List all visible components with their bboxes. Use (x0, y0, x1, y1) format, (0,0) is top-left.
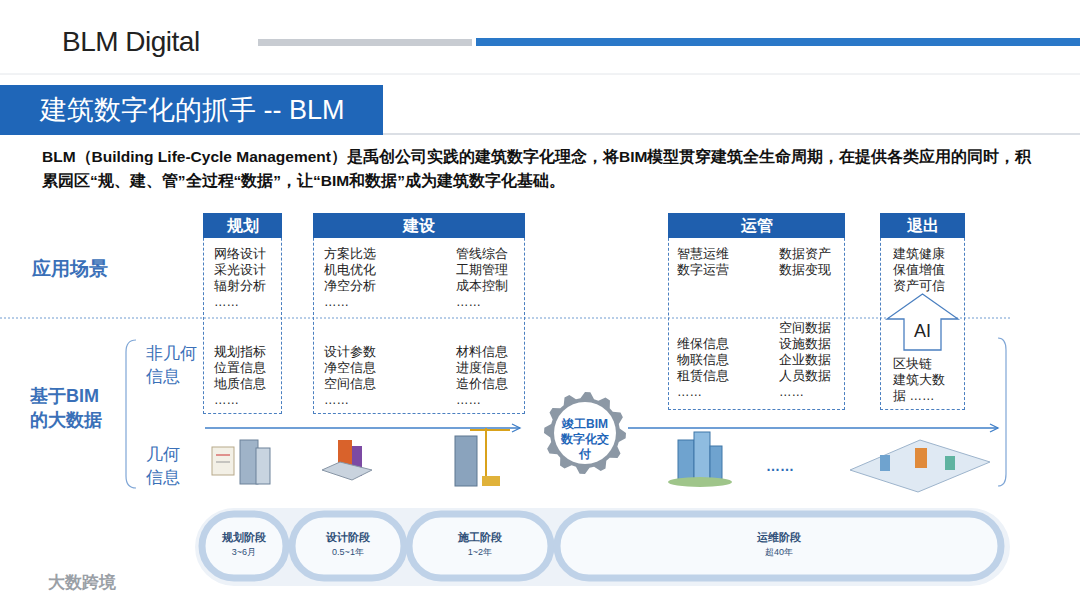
column-header: 运管 (668, 213, 845, 238)
ring-outline (553, 510, 1005, 582)
stage-column: 运管智慧运维 数字运营 数据资产 数据变现维保信息 物联信息 租赁信息 …… 空间数… (668, 213, 845, 410)
tower-icon (256, 448, 270, 484)
column-header: 退出 (880, 213, 965, 238)
ring-outline (198, 510, 290, 582)
item-list: 管线综合 工期管理 成本控制 …… (456, 246, 511, 310)
stage-ring: 运维阶段超40年 (553, 510, 1005, 582)
stage-name: 运维阶段 (553, 530, 1005, 545)
column-header: 规划 (203, 213, 282, 238)
arrow-head (990, 424, 998, 432)
bracket (998, 338, 1006, 486)
stage-duration: 0.5~1年 (288, 546, 408, 559)
page-title: 建筑数字化的抓手 -- BLM (40, 93, 345, 127)
operation-icon (710, 446, 722, 480)
park-icon (880, 455, 890, 471)
design-icon (322, 462, 372, 480)
row-label: 基于BIM 的大数据 (30, 384, 116, 432)
item-list: 建筑健康 保值增值 资产可信 (893, 246, 948, 294)
ellipsis: …… (766, 458, 806, 474)
stage-name: 施工阶段 (405, 530, 555, 545)
row-divider (0, 318, 1010, 319)
stage-ring: 施工阶段1~2年 (405, 510, 555, 582)
arrow-head (512, 424, 520, 432)
item-list: 网络设计 采光设计 辐射分析 …… (214, 246, 269, 310)
gear-badge: 竣工BIM 数字化交付 (543, 391, 627, 475)
icon-stroke (216, 455, 230, 456)
row-label: 应用场景 (32, 256, 122, 282)
park-icon (915, 448, 927, 468)
divider (0, 74, 1080, 75)
watermark: 大数跨境 (48, 571, 158, 594)
truck-icon (482, 476, 500, 486)
stage-duration: 3~6月 (198, 546, 290, 559)
stage-name: 设计阶段 (288, 530, 408, 545)
logo: BLM Digital (62, 26, 262, 58)
operation-icon (694, 432, 710, 480)
operation-icon (668, 477, 732, 487)
item-list: 空间数据 设施数据 企业数据 人员数据 …… (779, 320, 834, 400)
bracket (126, 340, 136, 488)
operation-icon (678, 440, 694, 480)
ring-outline (409, 514, 551, 578)
tower-icon (240, 440, 258, 484)
header-bar (476, 38, 1080, 46)
stage-column: 规划网络设计 采光设计 辐射分析 …… 规划指标 位置信息 地质信息 …… (203, 213, 282, 414)
park-icon (945, 456, 955, 470)
divider (383, 133, 1080, 135)
item-list: 智慧运维 数字运营 (677, 246, 732, 278)
item-list: 区块链 建筑大数据 …… (893, 356, 948, 404)
ring-outline (557, 514, 1001, 578)
crane-icon (470, 429, 510, 431)
item-list: 规划指标 位置信息 地质信息 …… (214, 344, 269, 408)
ai-label: AI (886, 321, 959, 342)
row-sublabel: 非几何 信息 (146, 342, 202, 388)
item-list: 数据资产 数据变现 (779, 246, 834, 278)
construction-icon (455, 436, 477, 486)
intro-paragraph: BLM（Building Life-Cycle Management）是禹创公司… (42, 145, 1042, 193)
row-sublabel: 几何 信息 (146, 443, 186, 489)
ring-outline (405, 510, 555, 582)
stage-column: 建设方案比选 机电优化 净空分析 …… 管线综合 工期管理 成本控制 …… 设计参数… (313, 213, 525, 414)
gear-outline (544, 392, 626, 474)
stage-ring: 设计阶段0.5~1年 (288, 510, 408, 582)
title-banner (0, 85, 383, 135)
flow-line (205, 427, 520, 428)
column-header: 建设 (313, 213, 525, 238)
icon-stroke (216, 462, 230, 463)
park-icon (850, 440, 990, 492)
item-list: 材料信息 进度信息 造价信息 …… (456, 344, 511, 408)
item-list: 方案比选 机电优化 净空分析 …… (324, 246, 379, 310)
gear-label: 竣工BIM 数字化交付 (557, 417, 613, 462)
item-list: 维保信息 物联信息 租赁信息 …… (677, 336, 732, 400)
item-list: 设计参数 净空信息 空间信息 …… (324, 344, 379, 408)
ring-outline (288, 510, 408, 582)
stage-column: 退出建筑健康 保值增值 资产可信区块链 建筑大数据 …… AI (880, 213, 965, 410)
ring-outline (202, 514, 286, 578)
flow-line (628, 427, 998, 428)
stage-duration: 1~2年 (405, 546, 555, 559)
ring-outline (292, 514, 404, 578)
gear-center (554, 402, 616, 464)
arrow-outline (887, 294, 958, 350)
clipboard-icon (212, 447, 234, 475)
stage-ring: 规划阶段3~6月 (198, 510, 290, 582)
header-bar (258, 39, 472, 46)
stage-name: 规划阶段 (198, 530, 290, 545)
arrow-shape: AI (886, 293, 959, 351)
timeline-band (195, 508, 1010, 586)
stage-duration: 超40年 (553, 546, 1005, 559)
